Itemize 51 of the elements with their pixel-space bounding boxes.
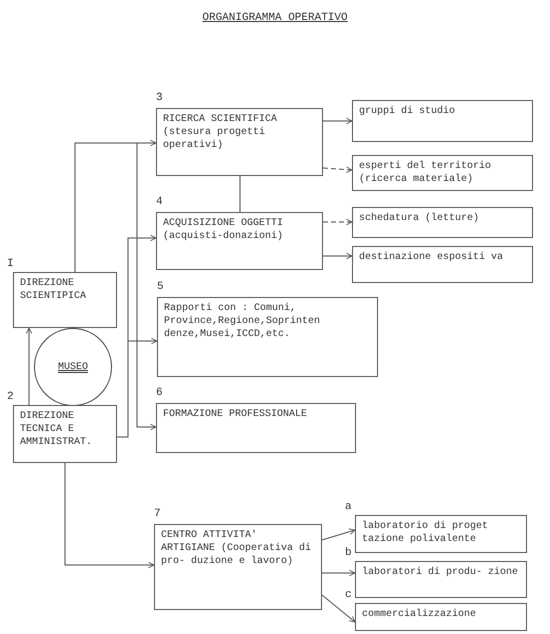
connector-arrow	[322, 570, 356, 576]
node-number: 7	[154, 508, 161, 520]
node-number: a	[345, 501, 352, 513]
node-text: gruppi di studio	[359, 106, 456, 117]
org-box	[154, 524, 322, 610]
node-number: I	[7, 258, 14, 270]
node-text: destinazione espositi va	[359, 252, 504, 263]
org-box	[352, 100, 533, 142]
org-box	[13, 405, 117, 463]
org-box	[156, 403, 356, 453]
node-text: CENTRO ATTIVITA' ARTIGIANE (Cooperativa di pro- duzione e lavoro)	[161, 530, 312, 567]
connector-arrow	[116, 338, 158, 438]
org-box	[156, 212, 323, 270]
org-box	[355, 603, 527, 631]
org-box	[355, 515, 527, 553]
node-number: b	[345, 547, 352, 559]
node-text: FORMAZIONE PROFESSIONALE	[163, 409, 308, 420]
org-box	[352, 155, 533, 191]
node-number: 2	[7, 391, 14, 403]
connector-arrow	[322, 118, 352, 124]
org-box	[355, 561, 527, 598]
node-number: 4	[156, 196, 163, 208]
node-text: laboratori di produ- zione	[362, 567, 518, 578]
node-number: 6	[156, 387, 163, 399]
node-number: 3	[156, 92, 163, 104]
node-number: 5	[157, 281, 164, 293]
org-box	[352, 246, 533, 283]
connector-arrow	[322, 166, 352, 173]
connector-arrow	[26, 328, 32, 406]
connector-arrow	[322, 252, 352, 260]
node-text: ACQUISIZIONE OGGETTI (acquisti-donazioni)	[163, 218, 284, 242]
org-box	[156, 108, 323, 176]
org-box	[13, 272, 117, 328]
connector-arrow	[74, 142, 156, 430]
org-box	[352, 207, 533, 238]
node-text: MUSEO	[58, 360, 88, 374]
node-number: c	[345, 589, 352, 601]
node-text: RICERCA SCIENTIFICA (stesura progetti operativi)	[163, 114, 278, 151]
org-box	[157, 297, 378, 377]
connector-arrow	[64, 462, 154, 568]
node-text: DIREZIONE TECNICA E AMMINISTRAT.	[20, 411, 92, 448]
node-text: schedatura (letture)	[359, 213, 480, 224]
connector-arrow	[322, 528, 356, 540]
node-text: commercializzazione	[362, 609, 476, 620]
node-text: esperti del territorio (ricerca materiale)	[359, 161, 492, 185]
node-text: DIREZIONE SCIENTIPICA	[20, 278, 86, 302]
node-text: Rapporti con : Comuni, Province,Regione,Soprinten denze,Musei,ICCD,etc.	[164, 303, 320, 340]
node-text: laboratorio di proget tazione polivalente	[362, 521, 488, 545]
connector-arrow	[322, 218, 352, 226]
connector-arrow	[322, 594, 356, 622]
diagram-title: ORGANIGRAMMA OPERATIVO	[201, 12, 349, 24]
